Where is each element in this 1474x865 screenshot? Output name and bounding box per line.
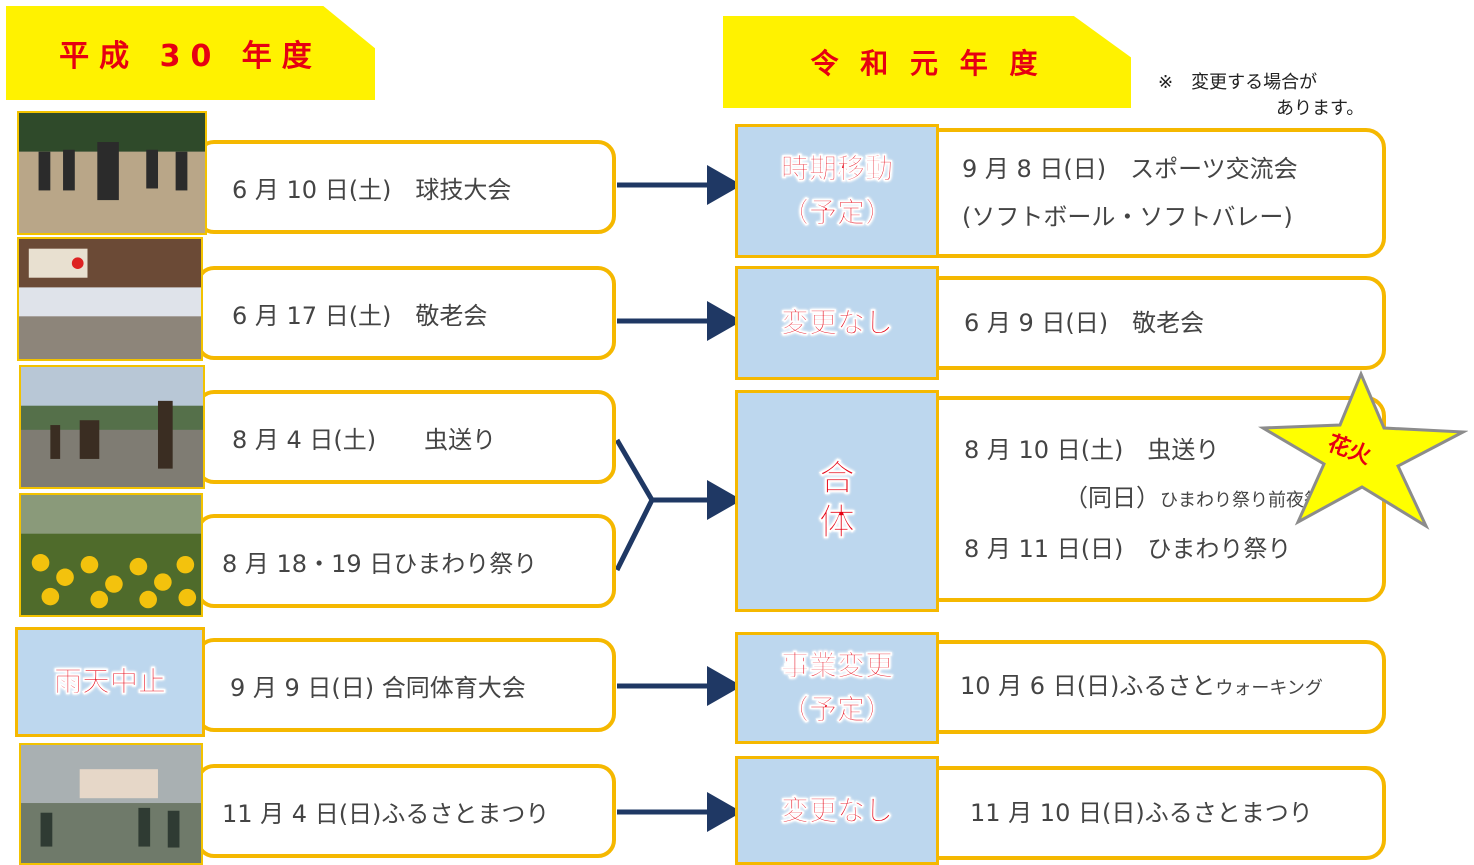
- right-title: 令 和 元 年 度: [810, 47, 1044, 80]
- merge-arrow-top: [614, 438, 655, 502]
- status-moved: 時期移動 （予定）: [735, 124, 939, 258]
- town-festival-photo: [19, 743, 203, 865]
- status-merged: 合 体: [735, 390, 939, 612]
- festival-parade-photo: [19, 365, 205, 489]
- status-moved-line1: 時期移動: [780, 152, 894, 186]
- old-event-sunflower: 8 月 18・19 日ひまわり祭り: [196, 514, 616, 608]
- old-event-sports: 6 月 10 日(土) 球技大会: [196, 140, 616, 234]
- note-line-1: ※ 変更する場合が: [1158, 72, 1318, 93]
- status-moved-line2: （予定）: [780, 196, 894, 230]
- status-merged-label: 合 体: [818, 458, 952, 544]
- old-event-athletic: 9 月 9 日(日) 合同体育大会: [196, 638, 616, 732]
- status-unchanged-2: 変更なし: [735, 756, 939, 865]
- old-event-label: 8 月 18・19 日ひまわり祭り: [222, 549, 538, 578]
- fireworks-star-icon: [1258, 370, 1468, 530]
- old-event-furusato: 11 月 4 日(日)ふるさとまつり: [196, 764, 616, 858]
- new-event-line: 11 月 10 日(日)ふるさとまつり: [970, 799, 1313, 827]
- new-event-line: 8 月 11 日(日) ひまわり祭り: [964, 534, 1292, 563]
- old-event-mushi: 8 月 4 日(土) 虫送り: [196, 390, 616, 484]
- new-event-line: 8 月 10 日(土) 虫送り: [964, 435, 1220, 464]
- new-event-walking: 10 月 6 日(日)ふるさとウォーキング: [920, 640, 1386, 734]
- old-event-label: 6 月 10 日(土) 球技大会: [232, 175, 512, 204]
- sunflower-field-photo: [19, 493, 203, 617]
- old-event-label: 8 月 4 日(土) 虫送り: [232, 425, 497, 454]
- new-event-elderly: 6 月 9 日(日) 敬老会: [920, 276, 1386, 370]
- status-unchanged-label: 変更なし: [780, 793, 894, 827]
- old-event-elderly: 6 月 17 日(土) 敬老会: [196, 266, 616, 360]
- status-changed-line1: 事業変更: [780, 649, 894, 683]
- left-title-banner: 平成 30 年度: [6, 6, 375, 100]
- same-day-label: （同日）: [1064, 483, 1160, 512]
- new-event-line: （同日）ひまわり祭り前夜祭: [964, 474, 1382, 525]
- hall-gathering-photo: [17, 237, 203, 361]
- change-note: ※ 変更する場合が あります。: [1158, 70, 1378, 122]
- old-event-label: 6 月 17 日(土) 敬老会: [232, 301, 488, 330]
- note-line-2: あります。: [1276, 98, 1365, 119]
- new-event-line: 9 月 8 日(日) スポーツ交流会: [962, 155, 1298, 183]
- new-event-line: (ソフトボール・ソフトバレー): [962, 203, 1293, 231]
- new-event-sports: 9 月 8 日(日) スポーツ交流会 (ソフトボール・ソフトバレー): [920, 128, 1386, 258]
- left-title: 平成 30 年度: [59, 39, 322, 74]
- status-changed: 事業変更 （予定）: [735, 632, 939, 744]
- walking-label: ウォーキング: [1215, 677, 1323, 699]
- status-changed-line2: （予定）: [780, 693, 894, 727]
- new-event-line: 10 月 6 日(日)ふるさとウォーキング: [960, 662, 1382, 713]
- eve-festival-label: ひまわり祭り前夜祭: [1160, 489, 1322, 511]
- status-unchanged-label: 変更なし: [780, 306, 894, 340]
- new-event-furusato: 11 月 10 日(日)ふるさとまつり: [920, 766, 1386, 860]
- old-event-label: 9 月 9 日(日) 合同体育大会: [230, 673, 526, 702]
- walking-date: 10 月 6 日(日)ふるさと: [960, 671, 1216, 700]
- right-title-banner: 令 和 元 年 度: [723, 16, 1131, 108]
- rain-cancel-box: 雨天中止: [15, 627, 205, 737]
- rain-cancel-label: 雨天中止: [53, 665, 167, 699]
- sports-field-photo: [17, 111, 207, 235]
- new-event-line: 6 月 9 日(日) 敬老会: [964, 309, 1205, 337]
- status-unchanged-1: 変更なし: [735, 266, 939, 380]
- old-event-label: 11 月 4 日(日)ふるさとまつり: [222, 799, 550, 828]
- merge-arrow-bottom: [614, 498, 655, 572]
